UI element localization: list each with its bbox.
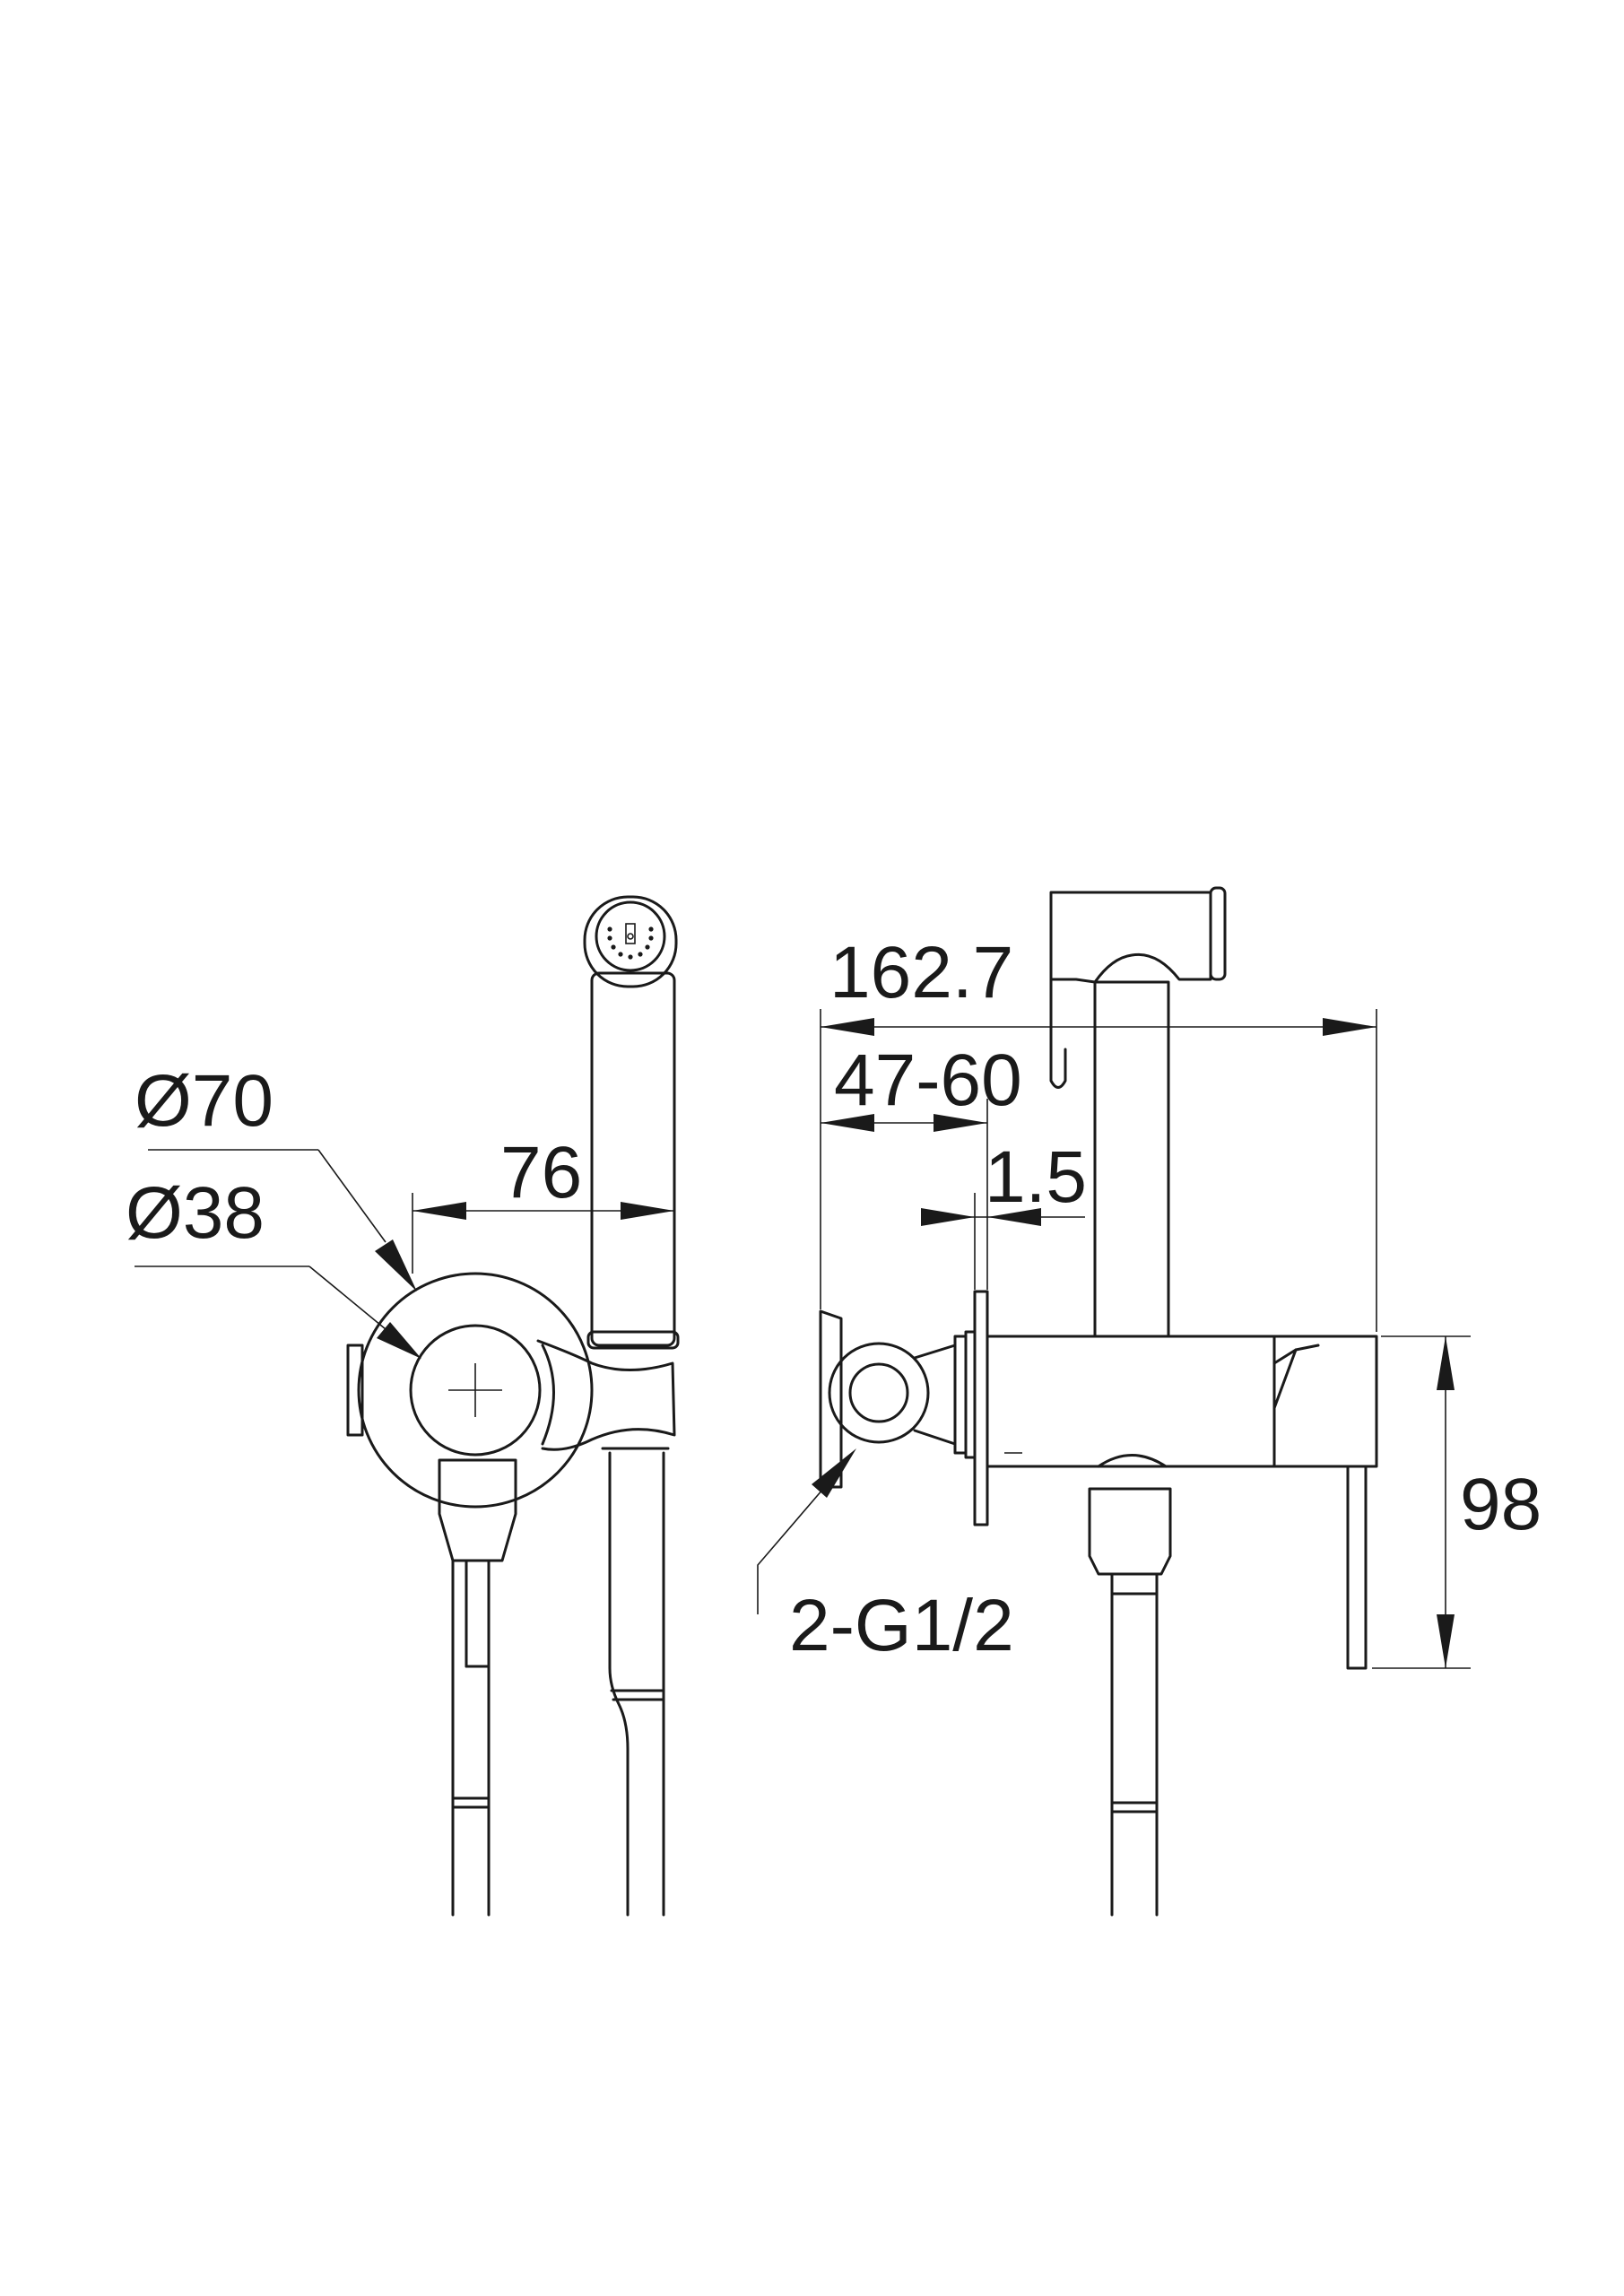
dim-dia-inner: Ø38 xyxy=(126,1172,265,1254)
spray-nozzle-dots xyxy=(607,923,654,960)
lever-rod-side xyxy=(1346,1465,1368,1670)
shower-head-side xyxy=(1049,891,1212,984)
dim-height: 98 xyxy=(1460,1464,1541,1545)
front-view xyxy=(346,895,680,1917)
dim-width-76: 76 xyxy=(500,1132,582,1213)
dim-thread: 2-G1/2 xyxy=(789,1585,1014,1666)
dim-dia-outer: Ø70 xyxy=(135,1060,274,1142)
lever xyxy=(438,1458,517,1562)
inlet-ring-outer xyxy=(828,1342,930,1444)
hand-shower-body xyxy=(590,971,676,1347)
side-dimensions xyxy=(757,1009,1471,1669)
spray-head xyxy=(583,895,678,988)
side-view xyxy=(819,886,1378,1917)
riser-tube xyxy=(1093,980,1170,1338)
dim-wall-range: 47-60 xyxy=(834,1039,1022,1121)
inlet-ring-inner xyxy=(848,1362,909,1423)
side-block xyxy=(346,1344,364,1437)
lever-housing xyxy=(1272,1335,1378,1468)
wall-plate xyxy=(973,1290,989,1526)
dim-total-length: 162.7 xyxy=(829,932,1013,1013)
flange-outer-circle xyxy=(357,1272,594,1509)
dim-plate-thickness: 1.5 xyxy=(985,1136,1087,1218)
holder-ring xyxy=(536,1339,676,1451)
hose-right xyxy=(608,1451,630,1917)
valve-body xyxy=(986,1335,1276,1468)
front-dimensions xyxy=(135,1149,675,1359)
handle-body-circle xyxy=(409,1324,542,1457)
